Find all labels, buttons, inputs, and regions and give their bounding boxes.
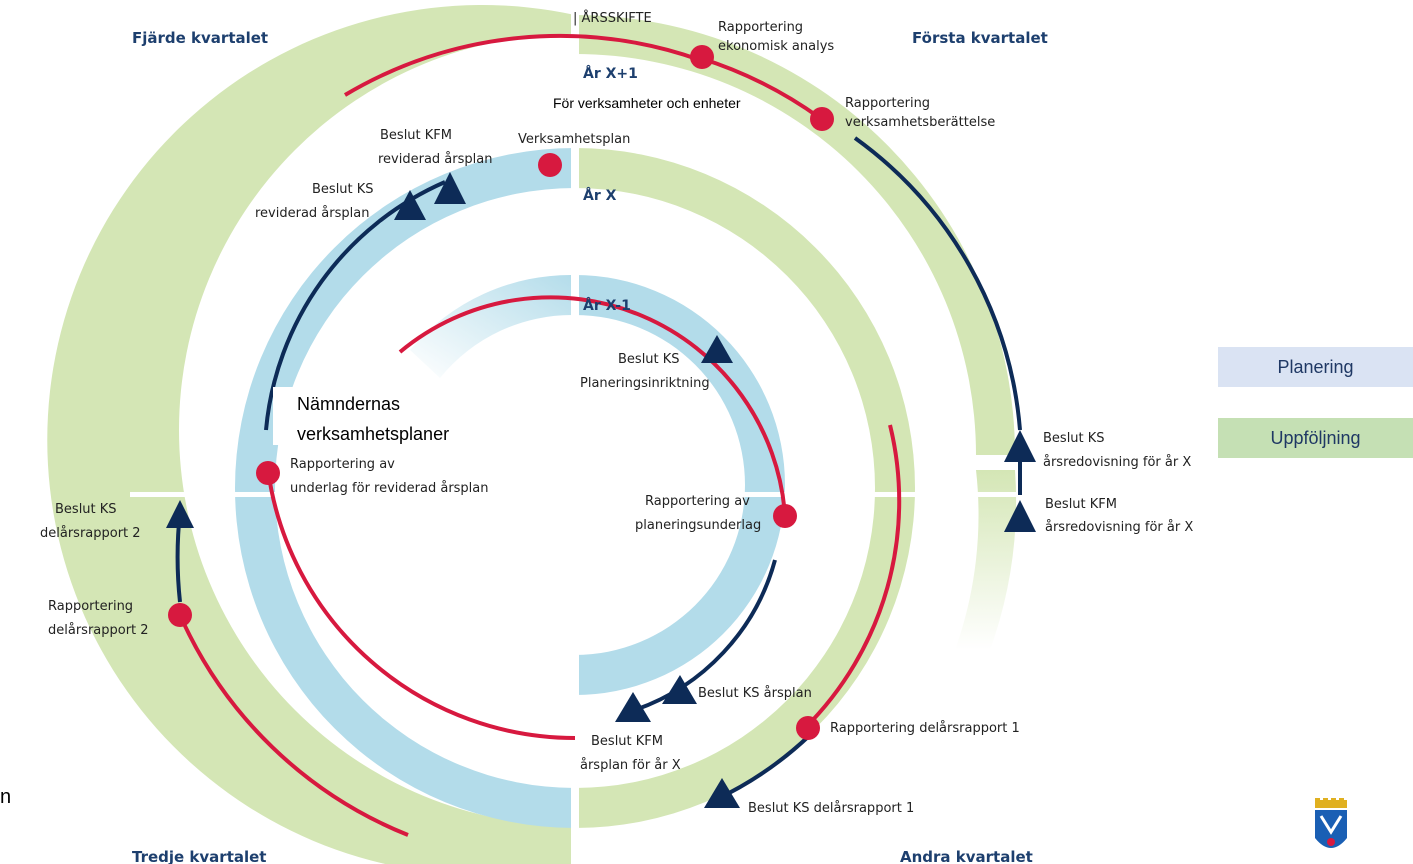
event-label: Beslut KS delårsrapport 1 <box>748 801 914 816</box>
event-label: planeringsunderlag <box>635 518 761 533</box>
middle-green-band <box>575 148 915 828</box>
navy-triangle-icon <box>166 500 194 528</box>
quarter-title-q2: Andra kvartalet <box>900 848 1033 864</box>
event-label: Beslut KFM <box>591 734 663 749</box>
inner-blue-band-fade <box>410 274 575 378</box>
event-label: Rapportering av <box>290 457 395 472</box>
year-shift-label: | ÅRSSKIFTE <box>573 10 652 26</box>
event-label: reviderad årsplan <box>378 152 492 167</box>
event-label: Beslut KFM <box>380 128 452 143</box>
navy-triangle-icon <box>1004 500 1036 532</box>
red-circle-icon <box>773 504 797 528</box>
event-label: Beslut KS <box>618 352 680 367</box>
inner-blue-band <box>575 275 785 695</box>
red-arc-outer-top <box>343 33 701 97</box>
event-label: årsplan för år X <box>580 758 681 773</box>
year-label-inner: År X-1 <box>583 297 631 314</box>
event-label: Rapportering av <box>645 494 750 509</box>
red-circle-icon <box>810 107 834 131</box>
red-arc-middle-left <box>266 469 576 740</box>
event-label: Rapportering <box>845 96 930 111</box>
event-label: Beslut KFM <box>1045 497 1117 512</box>
stray-text: n <box>0 786 12 808</box>
event-label: årsredovisning för år X <box>1043 455 1191 470</box>
navy-triangle-icon <box>662 675 697 704</box>
red-arc-right <box>803 424 902 730</box>
event-label: delårsrapport 2 <box>48 623 149 638</box>
red-circle-icon <box>168 603 192 627</box>
navy-triangle-icon <box>394 190 426 220</box>
event-label: reviderad årsplan <box>255 206 369 221</box>
middle-blue-band <box>235 148 575 828</box>
year-label-outer: År X+1 <box>583 65 638 82</box>
separator-vertical <box>571 0 579 864</box>
namnd-label: Nämndernas <box>297 394 400 414</box>
event-label: Beslut KS <box>1043 431 1105 446</box>
navy-triangle-icon <box>701 335 733 363</box>
event-label: årsredovisning för år X <box>1045 520 1193 535</box>
event-label: Beslut KS <box>55 502 117 517</box>
legend-planning: Planering <box>1218 347 1413 387</box>
navy-arc-inner-bottom <box>634 559 777 712</box>
event-label: Planeringsinriktning <box>580 376 710 391</box>
quarter-title-q3: Tredje kvartalet <box>132 848 266 864</box>
navy-triangle-icon <box>615 692 651 722</box>
quarter-title-q4: Fjärde kvartalet <box>132 29 268 47</box>
red-circle-icon <box>256 461 280 485</box>
event-label: För verksamheter och enheter <box>553 95 741 111</box>
namnd-label: verksamhetsplaner <box>297 424 449 444</box>
event-label: Rapportering delårsrapport 1 <box>830 721 1020 736</box>
municipal-crest-icon <box>1315 798 1347 848</box>
event-label: verksamhetsberättelse <box>845 115 995 130</box>
legend-follow-up: Uppföljning <box>1218 418 1413 458</box>
outer-green-band <box>47 5 575 864</box>
event-label: delårsrapport 2 <box>40 526 141 541</box>
red-arc-outer-left <box>178 614 409 837</box>
outer-green-band-fade <box>955 470 1017 650</box>
quarter-title-q1: Första kvartalet <box>912 29 1048 47</box>
separator-horizontal <box>130 492 1130 497</box>
navy-triangle-icon <box>434 172 466 204</box>
event-label: Rapportering <box>718 20 803 35</box>
red-circle-icon <box>538 153 562 177</box>
red-circle-icon <box>796 716 820 740</box>
namnd-label-box <box>273 387 441 445</box>
event-label: Beslut KS årsplan <box>698 686 812 701</box>
event-label: Verksamhetsplan <box>518 132 630 147</box>
navy-triangle-icon <box>1004 430 1036 462</box>
event-label: Rapportering <box>48 599 133 614</box>
red-arc-inner <box>398 295 787 516</box>
navy-triangle-icon <box>704 778 740 808</box>
event-label: Beslut KS <box>312 182 374 197</box>
navy-arc-top-right <box>853 136 1022 431</box>
year-label-middle: År X <box>583 187 617 204</box>
red-circle-icon <box>690 45 714 69</box>
event-label: underlag för reviderad årsplan <box>290 481 489 496</box>
event-label: ekonomisk analys <box>718 39 834 54</box>
